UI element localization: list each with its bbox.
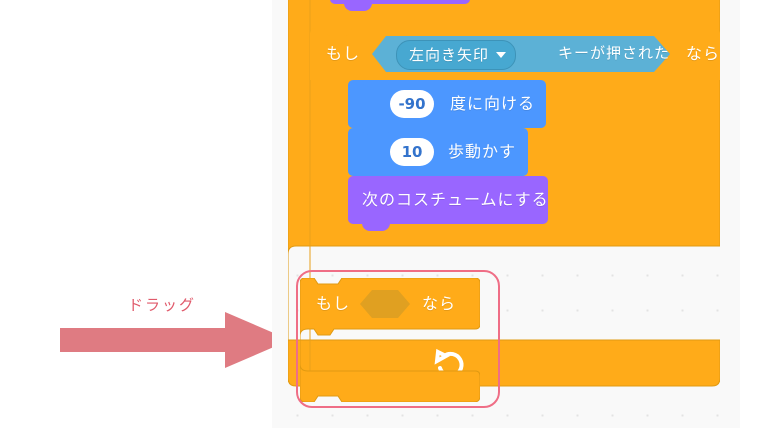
key-dropdown-value: 左向き矢印 bbox=[409, 45, 490, 64]
point-in-direction-block[interactable]: -90 度に向ける bbox=[348, 80, 546, 128]
if-block-suffix-label: なら bbox=[686, 44, 721, 63]
steps-input[interactable]: 10 bbox=[390, 138, 434, 166]
direction-input[interactable]: -90 bbox=[390, 90, 434, 118]
dragged-if-prefix-label: もし bbox=[316, 294, 351, 313]
dragged-if-suffix-label: なら bbox=[422, 294, 457, 313]
page-right-margin bbox=[740, 0, 760, 428]
drag-label: ドラッグ bbox=[128, 296, 197, 314]
looks-block-partial[interactable] bbox=[330, 0, 470, 11]
chevron-down-icon bbox=[496, 52, 507, 58]
blocks-workspace[interactable]: もし 左向き矢印 キーが押された なら -90 度に向ける 10 歩動かす bbox=[272, 0, 740, 428]
if-key-pressed-block[interactable]: もし 左向き矢印 キーが押された なら -90 度に向ける 10 歩動かす bbox=[310, 28, 720, 242]
key-pressed-label: キーが押された bbox=[558, 44, 671, 62]
direction-value: -90 bbox=[398, 95, 426, 113]
annotation-area: ドラッグ bbox=[0, 0, 290, 428]
steps-value: 10 bbox=[401, 143, 423, 161]
right-arrow-icon bbox=[60, 312, 290, 368]
empty-condition-slot[interactable] bbox=[360, 290, 410, 318]
move-steps-block[interactable]: 10 歩動かす bbox=[348, 128, 528, 176]
key-dropdown[interactable]: 左向き矢印 bbox=[396, 40, 517, 70]
point-in-direction-label: 度に向ける bbox=[450, 94, 536, 113]
dragged-if-block[interactable]: もし なら bbox=[299, 277, 481, 403]
move-steps-label: 歩動かす bbox=[448, 142, 517, 161]
next-costume-block[interactable]: 次のコスチュームにする bbox=[348, 176, 549, 231]
if-block-prefix-label: もし bbox=[326, 44, 361, 63]
next-costume-label: 次のコスチュームにする bbox=[362, 190, 549, 209]
